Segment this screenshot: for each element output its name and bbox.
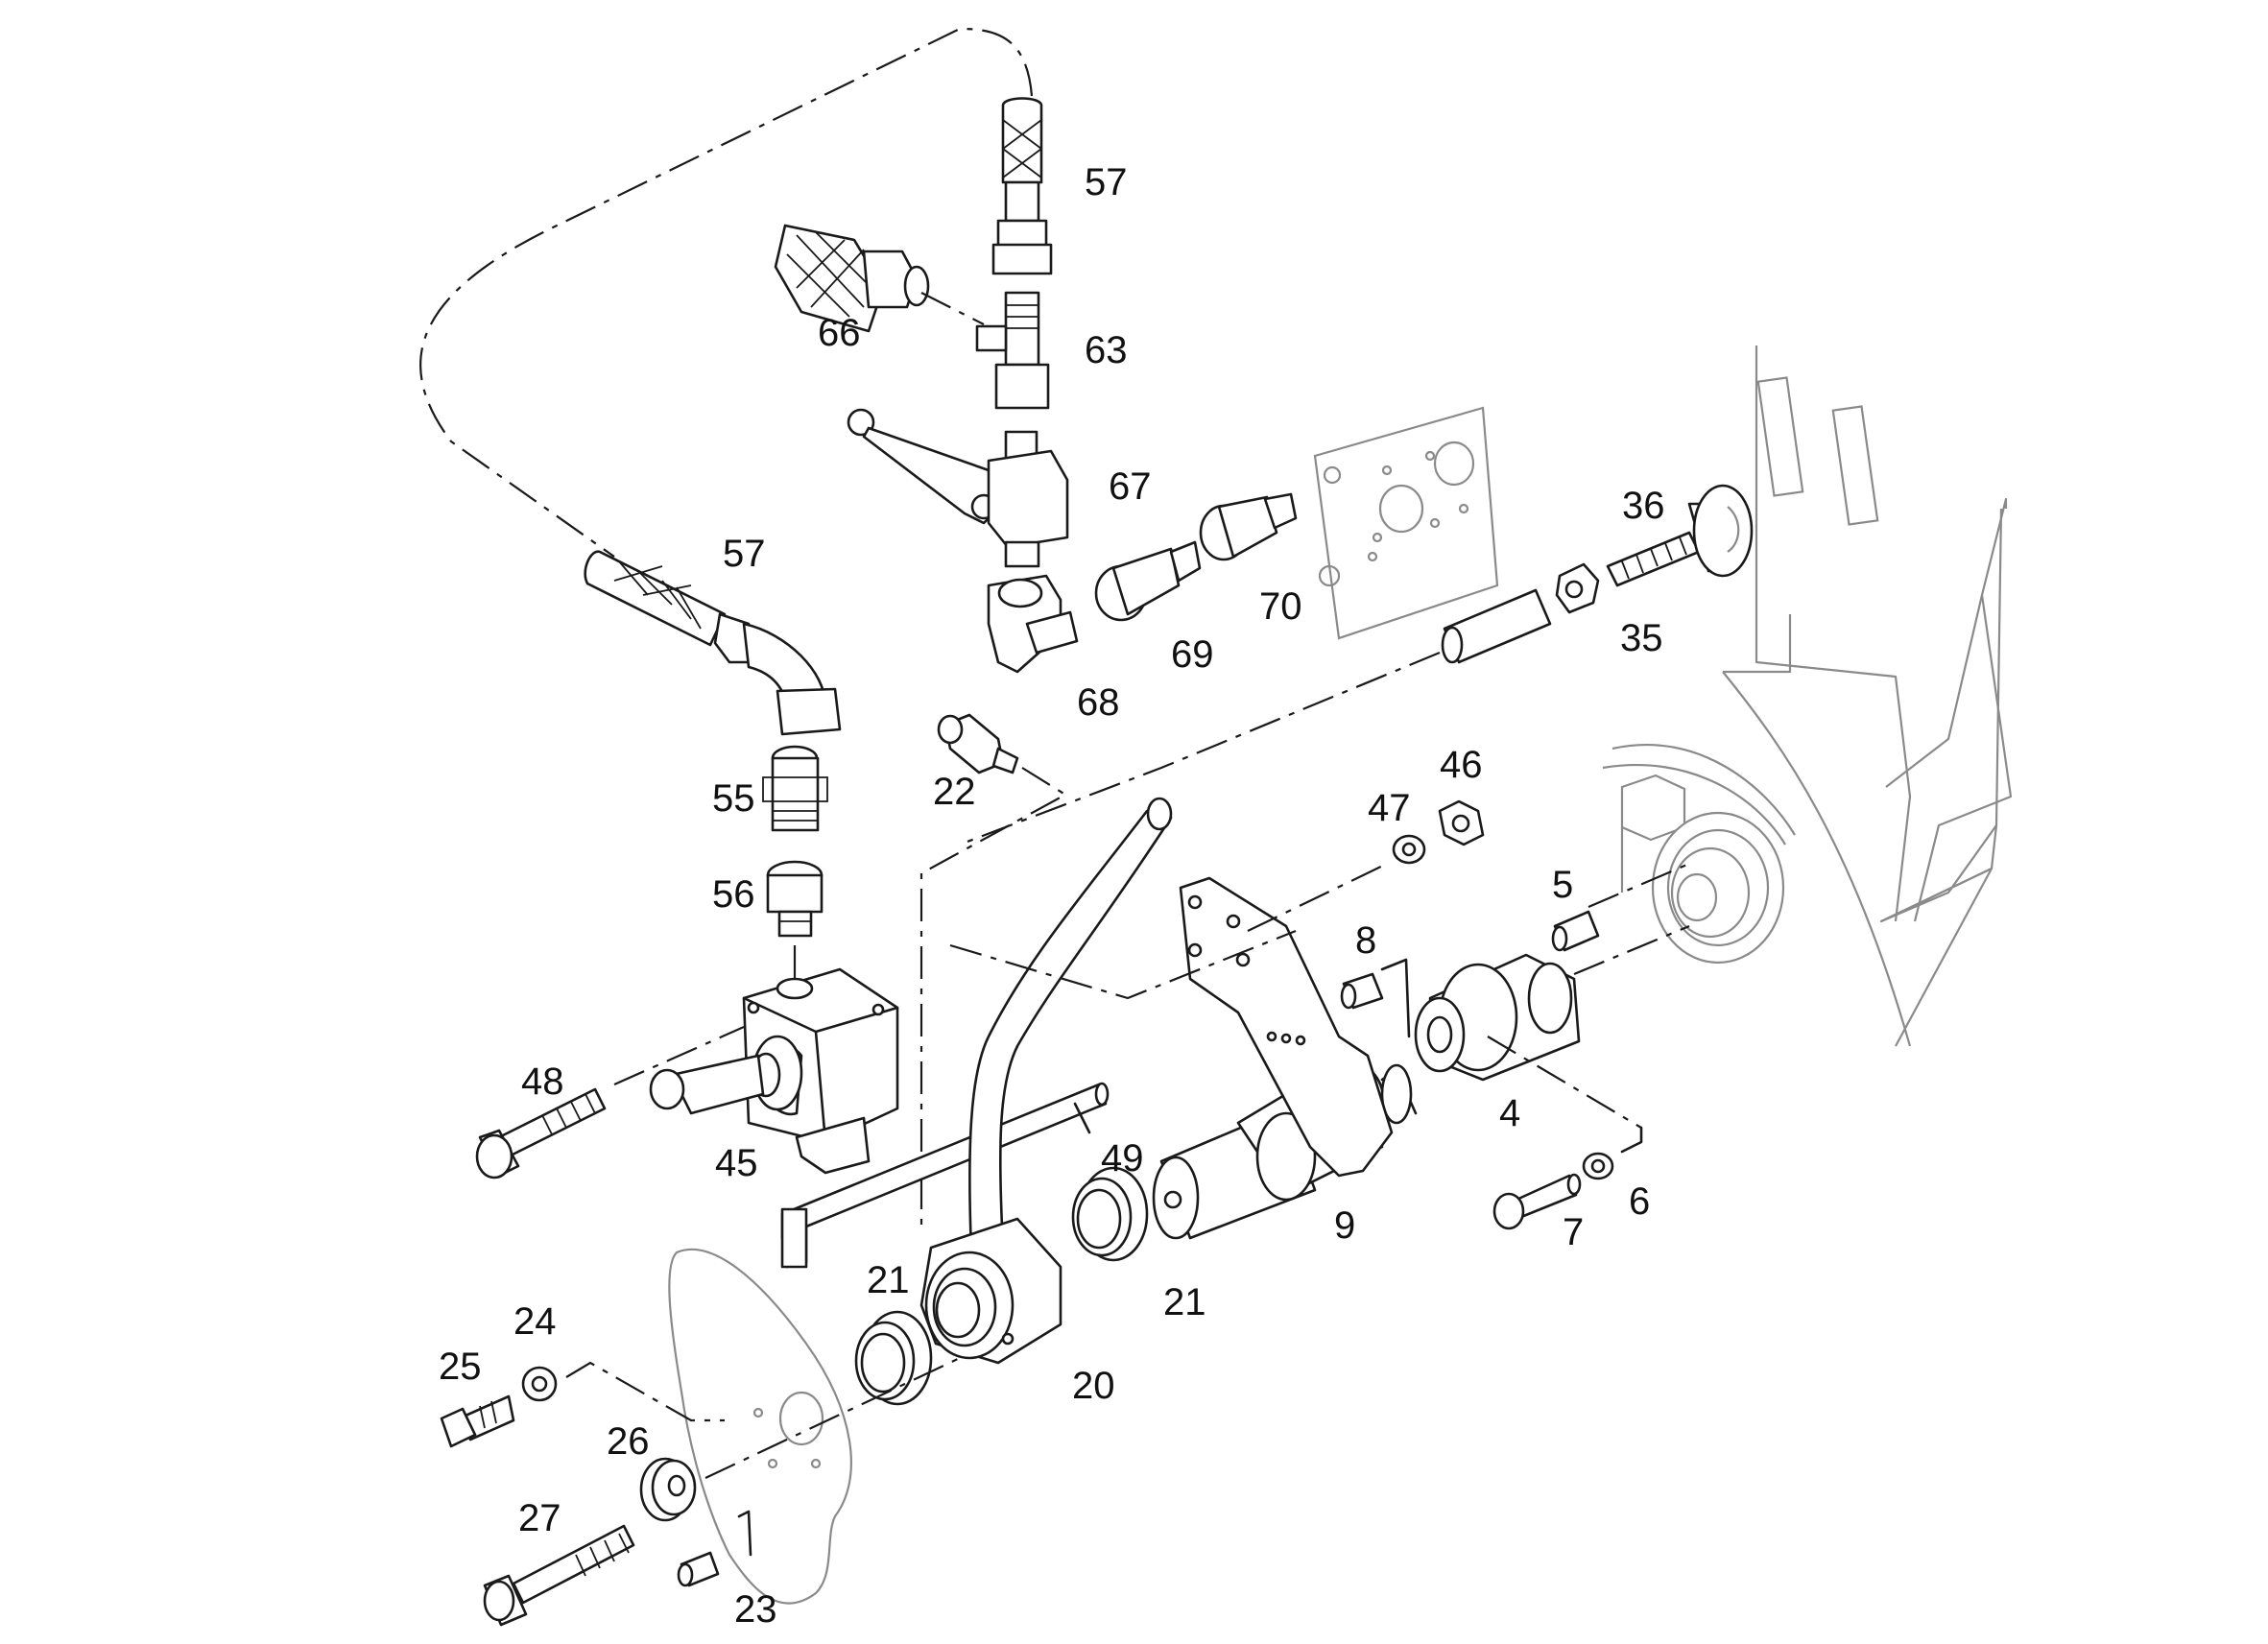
part-56-union: [766, 860, 824, 938]
label-66: 66: [818, 312, 861, 354]
label-70: 70: [1259, 585, 1302, 628]
part-66-filter: [774, 224, 930, 333]
centerline-pin: [959, 651, 1441, 846]
leader-6: [1620, 1126, 1643, 1154]
part-21-bushing-front: [854, 1310, 933, 1406]
valve-block-plate: [1313, 406, 1499, 640]
part-24-washer: [521, 1366, 558, 1402]
part-20-lever: [919, 797, 1173, 1365]
label-22: 22: [933, 771, 976, 813]
part-55-union: [762, 745, 828, 832]
label-57-upper: 57: [1085, 161, 1128, 203]
label-56: 56: [712, 873, 755, 916]
part-36-adjusting-bolt: [1606, 484, 1754, 587]
part-63-tee: [975, 291, 1050, 410]
part-47-washer: [1392, 834, 1426, 865]
label-47: 47: [1368, 787, 1411, 829]
part-4-hub: [1414, 953, 1581, 1082]
centerline-22: [919, 767, 1068, 1228]
part-69-fitting: [1094, 540, 1202, 622]
part-49-tube: [780, 1082, 1110, 1269]
label-57-lower: 57: [723, 533, 766, 575]
label-21-front: 21: [867, 1259, 910, 1301]
centerline-23: [737, 1510, 752, 1557]
label-5: 5: [1552, 864, 1573, 906]
label-27: 27: [518, 1497, 561, 1539]
label-45: 45: [715, 1142, 758, 1184]
part-57-upper-hose: [991, 97, 1053, 275]
centerline-24: [565, 1361, 725, 1422]
centerline-upper-loop: [419, 27, 1034, 558]
part-27-bolt: [483, 1524, 635, 1627]
bracket-plate: [1179, 876, 1394, 1178]
part-6-washer: [1582, 1152, 1614, 1180]
label-67: 67: [1109, 465, 1152, 508]
part-57-lower-hose: [584, 550, 842, 736]
label-24: 24: [513, 1300, 557, 1343]
label-26: 26: [607, 1420, 650, 1463]
part-35-nut: [1555, 562, 1600, 614]
part-21-bushing-rear: [1071, 1166, 1149, 1262]
centerline-hub-right: [1573, 924, 1690, 976]
centerline-4: [1487, 1036, 1642, 1129]
centerline-hub: [949, 929, 1297, 1000]
part-70-fitting: [1199, 492, 1298, 561]
leader-49: [1073, 1102, 1091, 1134]
label-46: 46: [1440, 744, 1483, 786]
part-26-washer: [639, 1457, 697, 1522]
pin-middle: [1441, 588, 1552, 664]
part-23-dowel: [677, 1551, 720, 1587]
part-45-valve-body: [649, 967, 899, 1175]
part-8-pin: [1340, 972, 1384, 1010]
label-4: 4: [1499, 1092, 1520, 1134]
label-25: 25: [439, 1346, 482, 1388]
label-55: 55: [712, 777, 755, 820]
label-23: 23: [734, 1588, 777, 1631]
centerline-8: [1380, 958, 1411, 1038]
label-48: 48: [521, 1060, 564, 1103]
label-21-rear: 21: [1163, 1281, 1206, 1323]
part-22-grease-nipple: [937, 713, 1019, 774]
label-63: 63: [1085, 329, 1128, 371]
centerline-66-63: [920, 292, 985, 325]
machine-frame-background: [1602, 345, 2013, 1047]
label-36: 36: [1622, 485, 1665, 527]
label-7: 7: [1563, 1211, 1584, 1253]
centerline-5: [1588, 862, 1690, 909]
part-46-nut: [1438, 799, 1485, 846]
label-9: 9: [1334, 1204, 1355, 1247]
cover-plate-lower: [668, 1248, 852, 1605]
centerline-48: [613, 1025, 745, 1086]
label-49: 49: [1101, 1137, 1144, 1179]
part-5-pin: [1551, 910, 1600, 952]
part-labels: 57 66 63 67 57 36 70 69 35 68 22 55 46 4…: [439, 161, 1665, 1631]
label-20: 20: [1072, 1365, 1115, 1407]
label-68: 68: [1077, 681, 1120, 724]
part-68-elbow: [987, 574, 1079, 674]
centerline-bracket-47: [1247, 863, 1388, 932]
label-8: 8: [1355, 919, 1376, 962]
part-48-bolt: [475, 1087, 607, 1179]
part-25-bolt: [440, 1394, 515, 1448]
part-7-screw: [1492, 1173, 1582, 1230]
label-35: 35: [1620, 617, 1663, 659]
part-67-valve: [847, 408, 1069, 568]
label-69: 69: [1171, 633, 1214, 676]
label-6: 6: [1629, 1180, 1650, 1223]
centerline-cover: [704, 1357, 961, 1479]
